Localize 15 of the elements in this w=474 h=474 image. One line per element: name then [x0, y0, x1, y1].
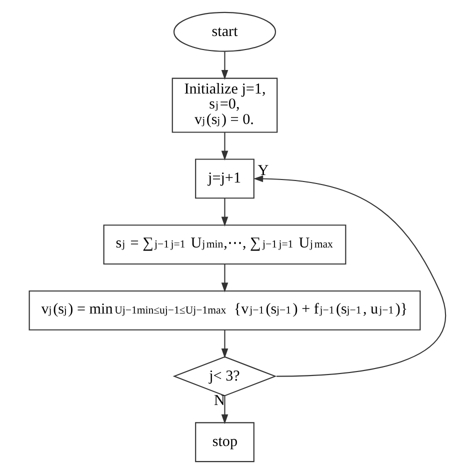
arrow [220, 132, 228, 160]
node-box: stop [194, 422, 254, 462]
edge-label: Y [257, 162, 268, 179]
arrow [220, 52, 228, 80]
node-box: Initialize j=1, sj=0, vj(sj) = 0. [171, 78, 278, 133]
arrow [220, 264, 228, 292]
arrow [220, 198, 228, 227]
arrow [220, 330, 228, 358]
node-box: sj = ∑j−1j=1 Ujmin,⋯, ∑j−1j=1 Ujmax [102, 224, 346, 265]
arrow [252, 175, 446, 377]
arrow [220, 396, 228, 424]
node-diamond: j< 3? [172, 356, 276, 396]
node-box: j=j+1 [194, 158, 254, 199]
node-ellipse: start [172, 12, 276, 52]
node-box: vj(sj) = minUj−1min≤uj−1≤Uj−1max {vj−1(sj−1) + fj−1(sj−1, uj−1)} [28, 290, 420, 330]
